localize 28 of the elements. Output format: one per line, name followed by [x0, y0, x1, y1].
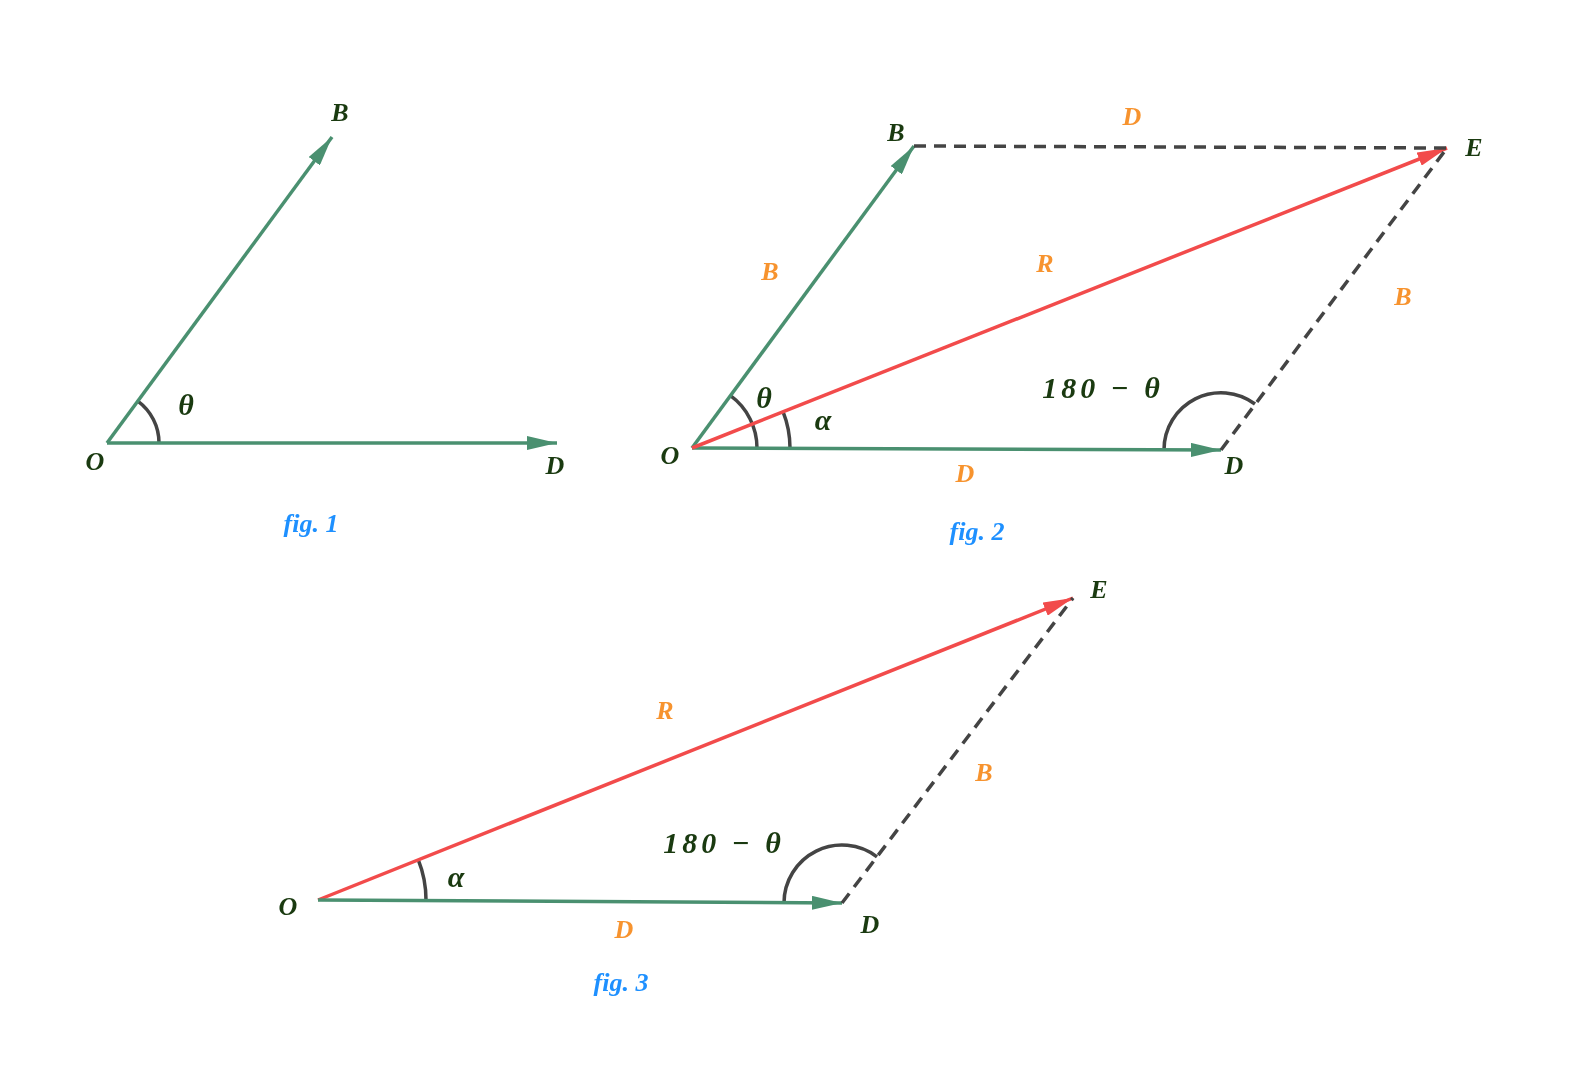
point-label: E — [1090, 577, 1108, 603]
point-label: D — [1224, 453, 1244, 479]
vector-arrow — [690, 144, 916, 450]
point-label: D — [860, 912, 880, 938]
vector-arrow — [318, 895, 842, 910]
angle-label: 180 − θ — [663, 828, 785, 858]
dashed-line — [914, 144, 1447, 150]
angle-label: α — [814, 405, 836, 435]
point-label: O — [85, 449, 105, 475]
point-label: B — [887, 120, 905, 146]
angle-label: α — [447, 862, 469, 892]
point-label: E — [1465, 135, 1483, 161]
vector-arrow — [691, 146, 1448, 450]
figure-caption: fig. 2 — [949, 519, 1005, 545]
figure-caption: fig. 1 — [283, 511, 339, 537]
vector-arrow — [692, 442, 1221, 457]
figure-caption: fig. 3 — [593, 970, 649, 996]
point-label: O — [278, 894, 298, 920]
point-label: D — [545, 453, 565, 479]
vector-arrow — [107, 436, 557, 450]
vector-arrow — [105, 135, 334, 445]
point-label: O — [660, 443, 680, 469]
vector-arrow — [317, 596, 1074, 902]
angle-label: θ — [756, 383, 776, 413]
angle-label: θ — [178, 390, 198, 420]
angle-label: 180 − θ — [1042, 373, 1164, 403]
point-label: B — [331, 100, 349, 126]
dashed-line — [840, 596, 1075, 905]
